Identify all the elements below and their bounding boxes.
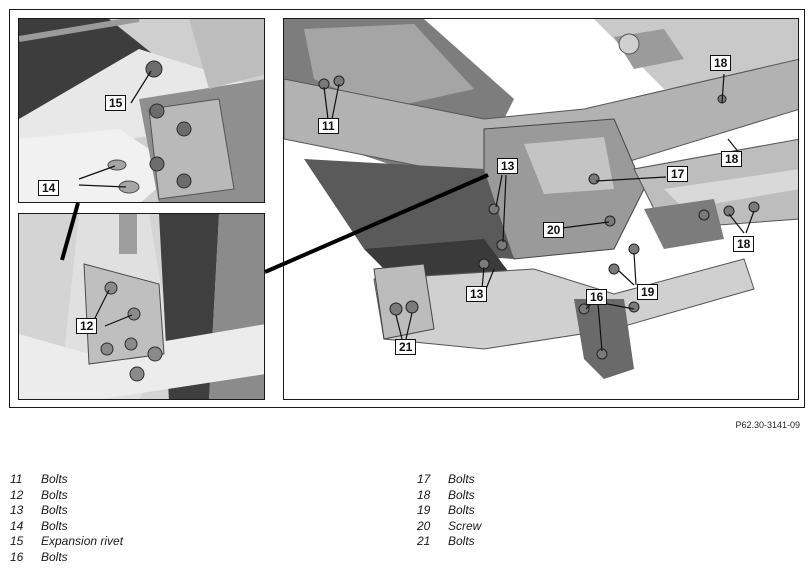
legend-label: Bolts	[41, 503, 68, 518]
legend-label: Bolts	[41, 549, 68, 564]
legend-label: Bolts	[448, 472, 475, 486]
legend-label: Bolts	[448, 534, 475, 549]
legend-label: Bolts	[41, 472, 68, 486]
callout-20: 20	[543, 222, 565, 238]
legend-item: 12 Bolts	[10, 488, 123, 504]
legend-item: 18 Bolts	[417, 488, 481, 504]
legend-label: Bolts	[41, 487, 68, 502]
callout-12: 12	[76, 318, 98, 334]
callout-13-upper: 13	[497, 158, 519, 174]
legend-number: 18	[417, 487, 431, 502]
callout-11: 11	[318, 118, 339, 134]
legend-number: 12	[10, 487, 24, 502]
legend-number: 20	[417, 518, 431, 533]
legend-label: Bolts	[448, 487, 475, 502]
callout-14: 14	[38, 180, 60, 196]
callout-18-top: 18	[710, 55, 732, 71]
legend-label: Bolts	[448, 503, 475, 518]
detail-bottom-illustration	[19, 214, 264, 399]
legend-number: 14	[10, 518, 24, 533]
legend-number: 15	[10, 534, 24, 549]
detail-view-top	[18, 18, 265, 203]
callout-15: 15	[105, 95, 127, 111]
detail-view-bottom	[18, 213, 265, 400]
legend-item: 16 Bolts	[10, 550, 123, 566]
legend-number: 16	[10, 549, 24, 564]
legend-label: Screw	[448, 518, 482, 533]
legend-number: 17	[417, 472, 431, 486]
legend-item: 19 Bolts	[417, 503, 481, 519]
legend-label: Bolts	[41, 518, 68, 533]
legend-item: 13 Bolts	[10, 503, 123, 519]
legend-number: 11	[10, 472, 23, 486]
callout-13-lower: 13	[466, 286, 488, 302]
callout-21: 21	[395, 339, 417, 355]
callout-19: 19	[637, 284, 659, 300]
legend-item: 21 Bolts	[417, 534, 481, 550]
callout-18-bottom: 18	[733, 236, 755, 252]
legend-number: 13	[10, 503, 24, 518]
main-view	[283, 18, 799, 400]
callout-18-middle: 18	[721, 151, 743, 167]
front-end-assembly-illustration	[284, 19, 798, 399]
legend-item: 20 Screw	[417, 519, 481, 535]
detail-top-illustration	[19, 19, 264, 202]
figure-reference-code: P62.30-3141-09	[735, 420, 800, 430]
legend-number: 21	[417, 534, 431, 549]
callout-16: 16	[586, 289, 608, 305]
legend-number: 19	[417, 503, 431, 518]
legend-item: 14 Bolts	[10, 519, 123, 535]
legend-item: 17 Bolts	[417, 472, 481, 488]
legend-item: 15 Expansion rivet	[10, 534, 123, 550]
legend-label: Expansion rivet	[41, 534, 124, 549]
callout-17: 17	[667, 166, 689, 182]
legend-item: 11 Bolts	[10, 472, 123, 488]
